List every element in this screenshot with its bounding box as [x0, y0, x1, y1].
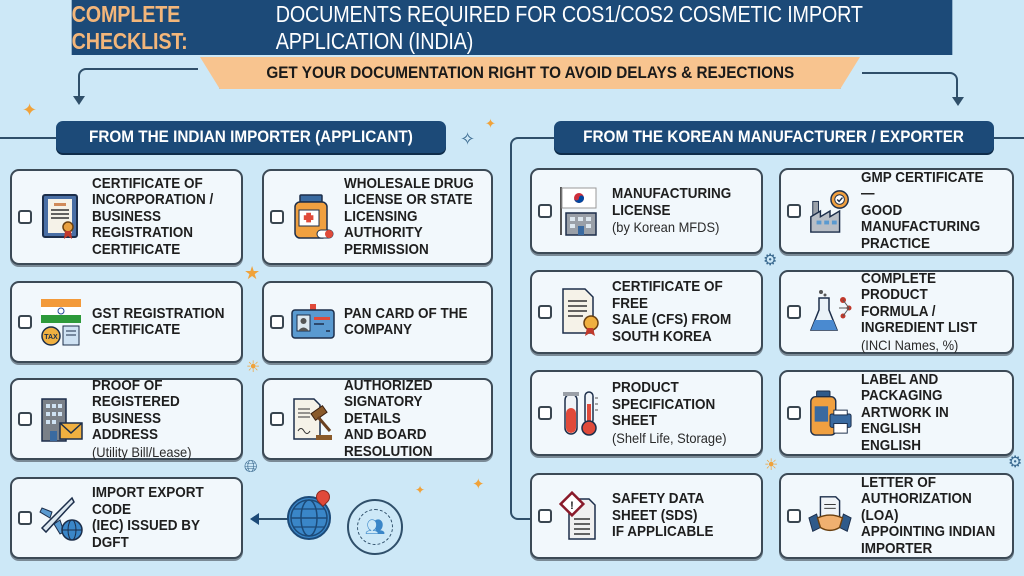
checklist-item-proof-of-address[interactable]: PROOF OF REGISTERED BUSINESS ADDRESS (Ut… — [10, 376, 243, 460]
item-title: MANUFACTURING LICENSE — [612, 185, 732, 219]
section-heading-indian-importer: FROM THE INDIAN IMPORTER (APPLICANT) — [56, 121, 446, 153]
globe-check-icon: 🌐︎ — [244, 457, 258, 476]
item-title: SAFETY DATA SHEET (SDS) IF APPLICABLE — [612, 490, 714, 541]
item-subtitle: (Shelf Life, Storage) — [612, 429, 727, 446]
checkbox[interactable] — [787, 509, 801, 523]
svg-text:TAX: TAX — [44, 334, 58, 341]
hazard-document-icon: ! — [558, 491, 604, 540]
checklist-item-pan-card[interactable]: PAN CARD OF THE COMPANY — [262, 281, 493, 363]
item-title: LABEL AND PACKAGING ARTWORK IN ENGLISH E… — [861, 370, 949, 454]
connector-left-top — [78, 68, 198, 98]
item-title: GMP CERTIFICATE — GOOD MANUFACTURING PRA… — [861, 168, 984, 252]
korea-flag-building-icon — [558, 187, 604, 236]
checklist-item-letter-of-authorization[interactable]: LETTER OF AUTHORIZATION (LOA) APPOINTING… — [779, 473, 1014, 559]
people-cycle-icon: 👥︎ — [347, 499, 403, 555]
connector-right-top — [862, 72, 958, 98]
certificate-icon — [38, 193, 84, 241]
sparkle-icon: ✦ — [22, 100, 38, 120]
item-subtitle: (by Korean MFDS) — [612, 219, 720, 236]
item-title: CERTIFICATE OF FREE SALE (CFS) FROM SOUT… — [612, 278, 732, 345]
item-title: LETTER OF AUTHORIZATION (LOA) APPOINTING… — [861, 473, 996, 557]
gavel-document-icon — [290, 395, 336, 443]
section-heading-korean-manufacturer: FROM THE KOREAN MANUFACTURER / EXPORTER — [554, 121, 994, 153]
sun-icon: ☀ — [764, 457, 779, 474]
sparkle-icon: ✧ — [460, 129, 476, 149]
gear-icon: ⚙ — [1008, 454, 1023, 471]
star-icon: ★ — [244, 263, 261, 283]
checkbox[interactable] — [787, 406, 801, 420]
subtitle-ribbon: GET YOUR DOCUMENTATION RIGHT TO AVOID DE… — [200, 57, 860, 89]
checkbox[interactable] — [18, 412, 32, 426]
svg-text:!: ! — [570, 500, 574, 512]
checklist-item-product-formula[interactable]: COMPLETE PRODUCT FORMULA / INGREDIENT LI… — [779, 270, 1014, 354]
sparkle-icon: ✦ — [472, 476, 485, 493]
checkbox[interactable] — [18, 511, 32, 525]
test-tube-thermometer-icon — [558, 389, 604, 437]
item-title: COMPLETE PRODUCT FORMULA / INGREDIENT LI… — [861, 269, 978, 337]
checklist-item-product-specification[interactable]: PRODUCT SPECIFICATION SHEET (Shelf Life,… — [530, 370, 763, 456]
checkbox[interactable] — [270, 210, 284, 224]
bottle-printer-icon — [807, 389, 853, 437]
checkbox[interactable] — [538, 406, 552, 420]
arrow-left-icon — [250, 513, 259, 525]
checklist-item-gmp-certificate[interactable]: GMP CERTIFICATE — GOOD MANUFACTURING PRA… — [779, 168, 1014, 254]
connector-left-side — [0, 137, 56, 427]
medicine-bottle-icon — [290, 193, 336, 241]
item-title: GST REGISTRATION CERTIFICATE — [92, 304, 225, 338]
checkbox[interactable] — [538, 305, 552, 319]
checklist-item-authorized-signatory[interactable]: AUTHORIZED SIGNATORY DETAILS AND BOARD R… — [262, 376, 493, 460]
checkbox[interactable] — [787, 305, 801, 319]
checkbox[interactable] — [270, 412, 284, 426]
item-title: AUTHORIZED SIGNATORY DETAILS AND BOARD R… — [344, 376, 433, 460]
item-subtitle: (Utility Bill/Lease) — [92, 443, 192, 460]
item-title: IMPORT EXPORT CODE (IEC) ISSUED BY DGFT — [92, 484, 204, 551]
flask-molecule-icon — [807, 288, 853, 336]
page-title: COMPLETE CHECKLIST: DOCUMENTS REQUIRED F… — [71, 0, 953, 55]
sun-icon: ☀ — [246, 359, 261, 376]
id-card-icon — [290, 298, 336, 346]
section-heading-text: FROM THE INDIAN IMPORTER (APPLICANT) — [89, 127, 413, 146]
item-title: WHOLESALE DRUG LICENSE OR STATE LICENSIN… — [344, 174, 474, 258]
sparkle-icon: ✦ — [485, 116, 496, 131]
checklist-item-label-packaging[interactable]: LABEL AND PACKAGING ARTWORK IN ENGLISH E… — [779, 370, 1014, 456]
subtitle-text: GET YOUR DOCUMENTATION RIGHT TO AVOID DE… — [266, 63, 794, 82]
checkbox[interactable] — [18, 210, 32, 224]
certificate-seal-icon — [558, 288, 604, 336]
checklist-item-gst-registration[interactable]: TAX GST REGISTRATION CERTIFICATE — [10, 281, 243, 363]
gear-icon: ⚙ — [763, 252, 778, 269]
checklist-item-wholesale-drug-license[interactable]: WHOLESALE DRUG LICENSE OR STATE LICENSIN… — [262, 169, 493, 265]
section-heading-text: FROM THE KOREAN MANUFACTURER / EXPORTER — [583, 127, 965, 146]
arrow-down-icon — [952, 97, 964, 106]
checkbox[interactable] — [538, 204, 552, 218]
checklist-item-manufacturing-license[interactable]: MANUFACTURING LICENSE (by Korean MFDS) — [530, 168, 763, 254]
checkbox[interactable] — [538, 509, 552, 523]
item-subtitle: (INCI Names, %) — [861, 336, 959, 353]
checkbox[interactable] — [787, 204, 801, 218]
checkbox[interactable] — [270, 315, 284, 329]
title-rest: DOCUMENTS REQUIRED FOR COS1/COS2 COSMETI… — [275, 0, 863, 54]
checklist-item-certificate-of-free-sale[interactable]: CERTIFICATE OF FREE SALE (CFS) FROM SOUT… — [530, 270, 763, 354]
airplane-globe-icon — [38, 494, 84, 542]
handshake-document-icon — [807, 492, 853, 540]
office-building-icon — [38, 395, 84, 443]
sparkle-icon: ✦ — [415, 483, 426, 497]
checklist-item-import-export-code[interactable]: IMPORT EXPORT CODE (IEC) ISSUED BY DGFT — [10, 477, 243, 559]
item-title: PAN CARD OF THE COMPANY — [344, 304, 468, 338]
item-title: PROOF OF REGISTERED BUSINESS ADDRESS — [92, 376, 180, 444]
item-title: PRODUCT SPECIFICATION SHEET — [612, 379, 716, 429]
arrow-down-icon — [73, 96, 85, 105]
checklist-item-certificate-of-incorporation[interactable]: CERTIFICATE OF INCORPORATION / BUSINESS … — [10, 169, 243, 265]
globe-location-icon — [287, 496, 331, 540]
connector-iec — [258, 518, 288, 520]
factory-gear-icon — [807, 187, 853, 235]
checklist-item-safety-data-sheet[interactable]: ! SAFETY DATA SHEET (SDS) IF APPLICABLE — [530, 473, 763, 559]
india-flag-tax-icon: TAX — [38, 298, 84, 346]
item-title: CERTIFICATE OF INCORPORATION / BUSINESS … — [92, 174, 214, 258]
title-accent: COMPLETE CHECKLIST: — [71, 0, 188, 54]
connector-right-side — [994, 137, 1024, 139]
checkbox[interactable] — [18, 315, 32, 329]
